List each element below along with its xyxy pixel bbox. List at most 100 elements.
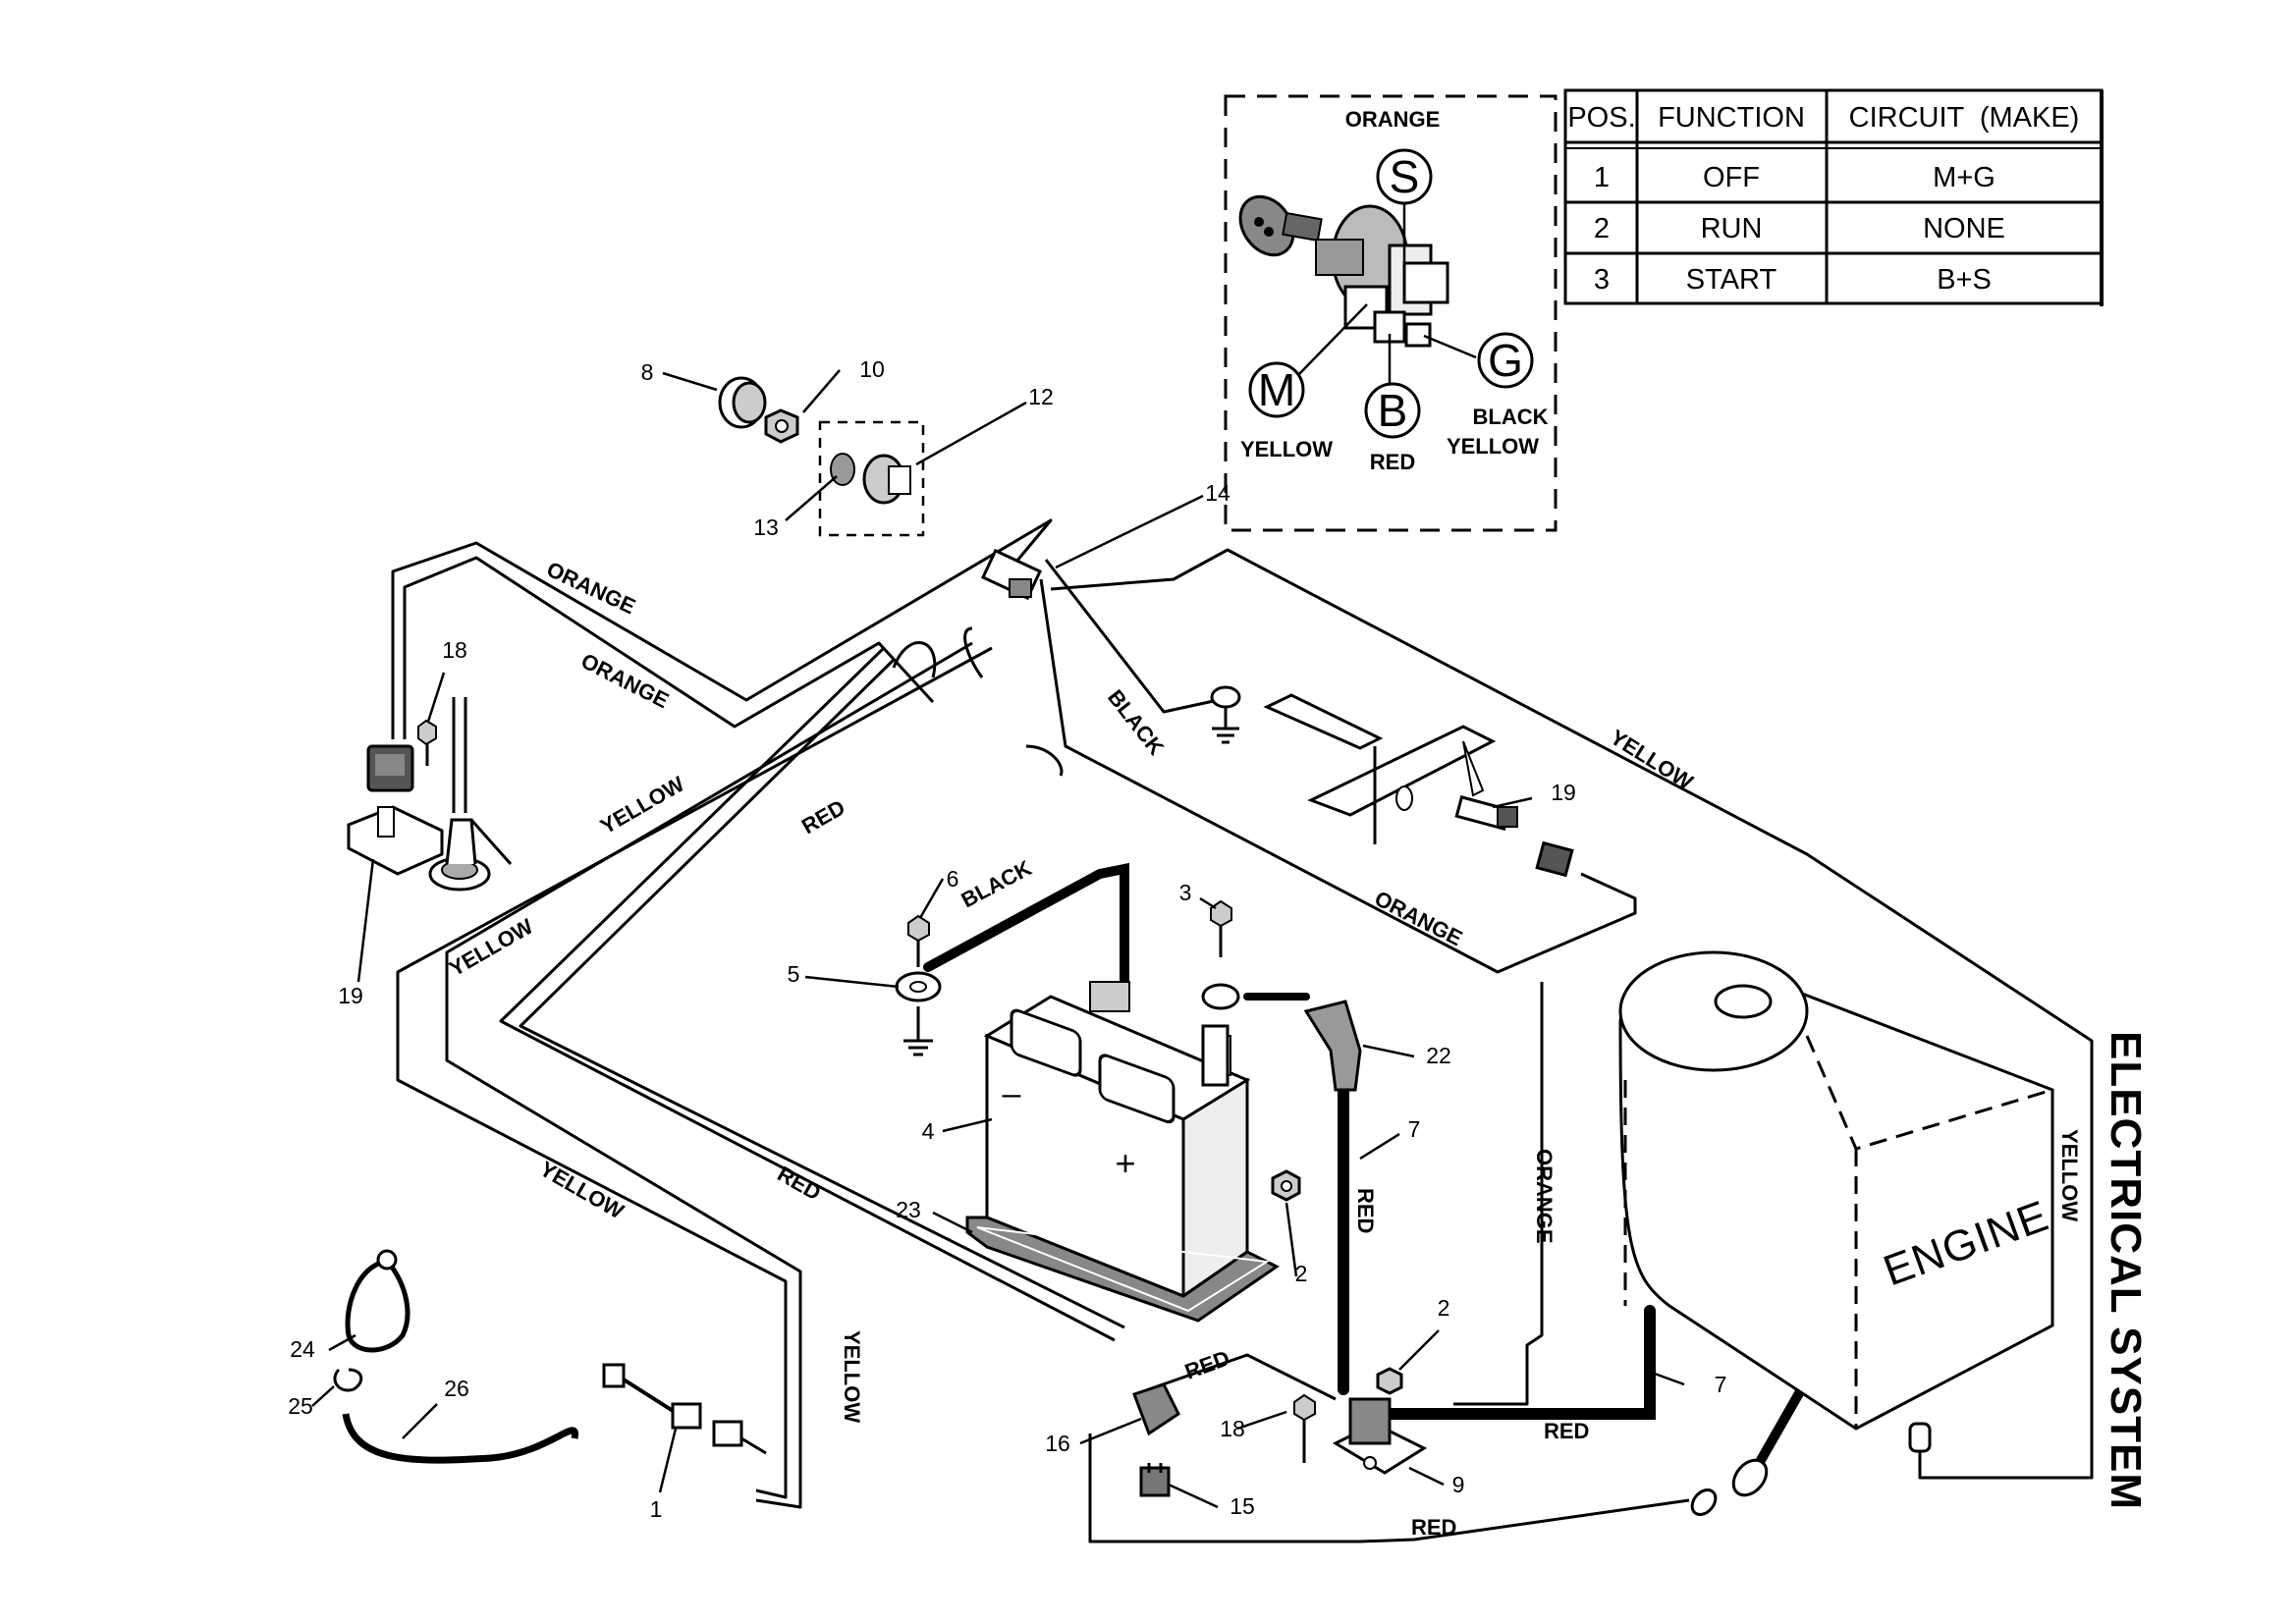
part-number: 10 [859,356,885,382]
part-number: 7 [1408,1116,1421,1142]
part-numbers: 8 10 12 13 14 18 19 19 6 5 3 4 23 22 7 2… [288,356,1726,1522]
black-battery-cable [923,862,1129,997]
terminal-b-color: RED [1370,450,1415,474]
table-cell: 2 [1594,213,1610,244]
terminal-s [1376,148,1433,205]
part-number: 19 [338,983,363,1008]
brake-bracket-icon [1263,693,1497,844]
table-cell: RUN [1701,213,1763,244]
part-number: 12 [1028,384,1054,409]
bolt-18-icon [417,719,437,766]
terminal-g-label: G [1488,335,1523,386]
seat-switch-icon [347,697,513,892]
terminal-s-label: S [1390,151,1420,202]
wire-label: YELLOW [840,1330,864,1423]
table-header-circuit: CIRCUIT (MAKE) [1849,102,2080,134]
terminal-b [1364,382,1421,439]
engine-connector-icon [1690,1422,1932,1517]
yellow-left-wire-outer [396,646,993,1499]
wiring-harness [391,518,2094,1543]
wire-squiggle [1025,744,1064,777]
table-cell: 1 [1594,162,1610,193]
part-number: 18 [1220,1416,1245,1441]
connector-14-icon [981,548,1042,601]
orange-wire-4 [1453,982,1544,1406]
part-number: 14 [1205,480,1230,506]
table-cell: 3 [1594,264,1610,296]
table-header-function: FUNCTION [1658,102,1805,134]
part-number: 4 [922,1118,935,1144]
terminal-g [1477,332,1534,389]
terminal-m [1248,361,1305,418]
table-header-pos: POS. [1567,102,1635,134]
battery-minus: – [1003,1075,1021,1112]
wire-squiggle [892,641,937,678]
battery-tray-icon [965,1216,1280,1323]
diagram-title: ELECTRICAL SYSTEM [2102,1031,2150,1510]
part-number: 8 [641,359,654,385]
switch-detail-frame [1224,94,1558,532]
part-number: 24 [290,1336,315,1362]
part-number: 22 [1426,1043,1451,1068]
red-wire-loop-outer [499,646,1116,1342]
wire-label: RED [1544,1419,1589,1443]
part-number: 5 [788,961,800,987]
table-cell: OFF [1703,162,1760,193]
part-number: 23 [896,1197,921,1222]
wire-label: ORANGE [1532,1149,1557,1244]
red-wire-bottom [1088,1434,1690,1543]
part-number: 3 [1179,880,1192,905]
red-wire-loop-inner [519,658,1125,1329]
switch-top-label: ORANGE [1345,107,1441,132]
bolt-18b-icon [1293,1393,1316,1463]
wire-26-icon [342,1413,579,1464]
yellow-left-wire-inner [445,641,973,1509]
engine-icon: ENGINE [1618,950,2055,1431]
ground-icon [1210,685,1241,744]
table-cell: B+S [1937,264,1992,296]
ignition-switch-icon [818,420,925,537]
battery-terminal-5-icon [895,971,942,1002]
battery-plus: + [1115,1143,1135,1183]
switch-body-icon [1315,204,1449,348]
black-ground-wire [1044,559,1224,714]
fuse-holder-icon [1132,1382,1180,1436]
terminal-g-color-2: YELLOW [1447,434,1539,459]
battery-cables [923,862,1812,1488]
part-number: 13 [753,514,779,540]
wire-squiggle [963,626,984,678]
part-number: 6 [947,866,959,892]
terminal-g-color-1: BLACK [1473,405,1549,429]
orange-wire-2 [403,556,935,739]
clip-25-icon [333,1368,363,1392]
nut-2-icon [1271,1169,1301,1202]
table-cell: M+G [1933,162,1995,193]
terminal-m-label: M [1258,364,1295,415]
switch-detail: ORANGE S M B G YELLOW [1224,94,1558,532]
terminal-m-color: YELLOW [1240,437,1333,461]
bezel-icon [718,376,767,429]
part-number: 19 [1551,780,1576,805]
red-starter-cable-7 [1384,1305,1656,1420]
part-number: 2 [1438,1295,1450,1321]
fuse-icon [1139,1463,1171,1497]
bolt-6-icon [907,914,930,967]
key-icon [1238,194,1323,257]
orange-wire-3 [1039,578,1637,974]
nut-2b-icon [1376,1367,1403,1395]
ground-icon [903,1006,933,1056]
starter-solenoid-icon [1332,1397,1428,1475]
cable-tie-24-icon [345,1249,410,1353]
wire-label: RED [1353,1188,1378,1233]
part-number: 2 [1295,1261,1308,1286]
leader-lines [311,369,1685,1509]
red-wire-solenoid [1148,1353,1337,1401]
yellow-main-wire [1050,548,2094,1480]
part-number: 16 [1045,1431,1070,1456]
part-number: 15 [1230,1493,1255,1519]
brake-switch-icon [1454,795,1574,878]
part-number: 18 [442,637,467,663]
part-number: 26 [444,1376,469,1401]
